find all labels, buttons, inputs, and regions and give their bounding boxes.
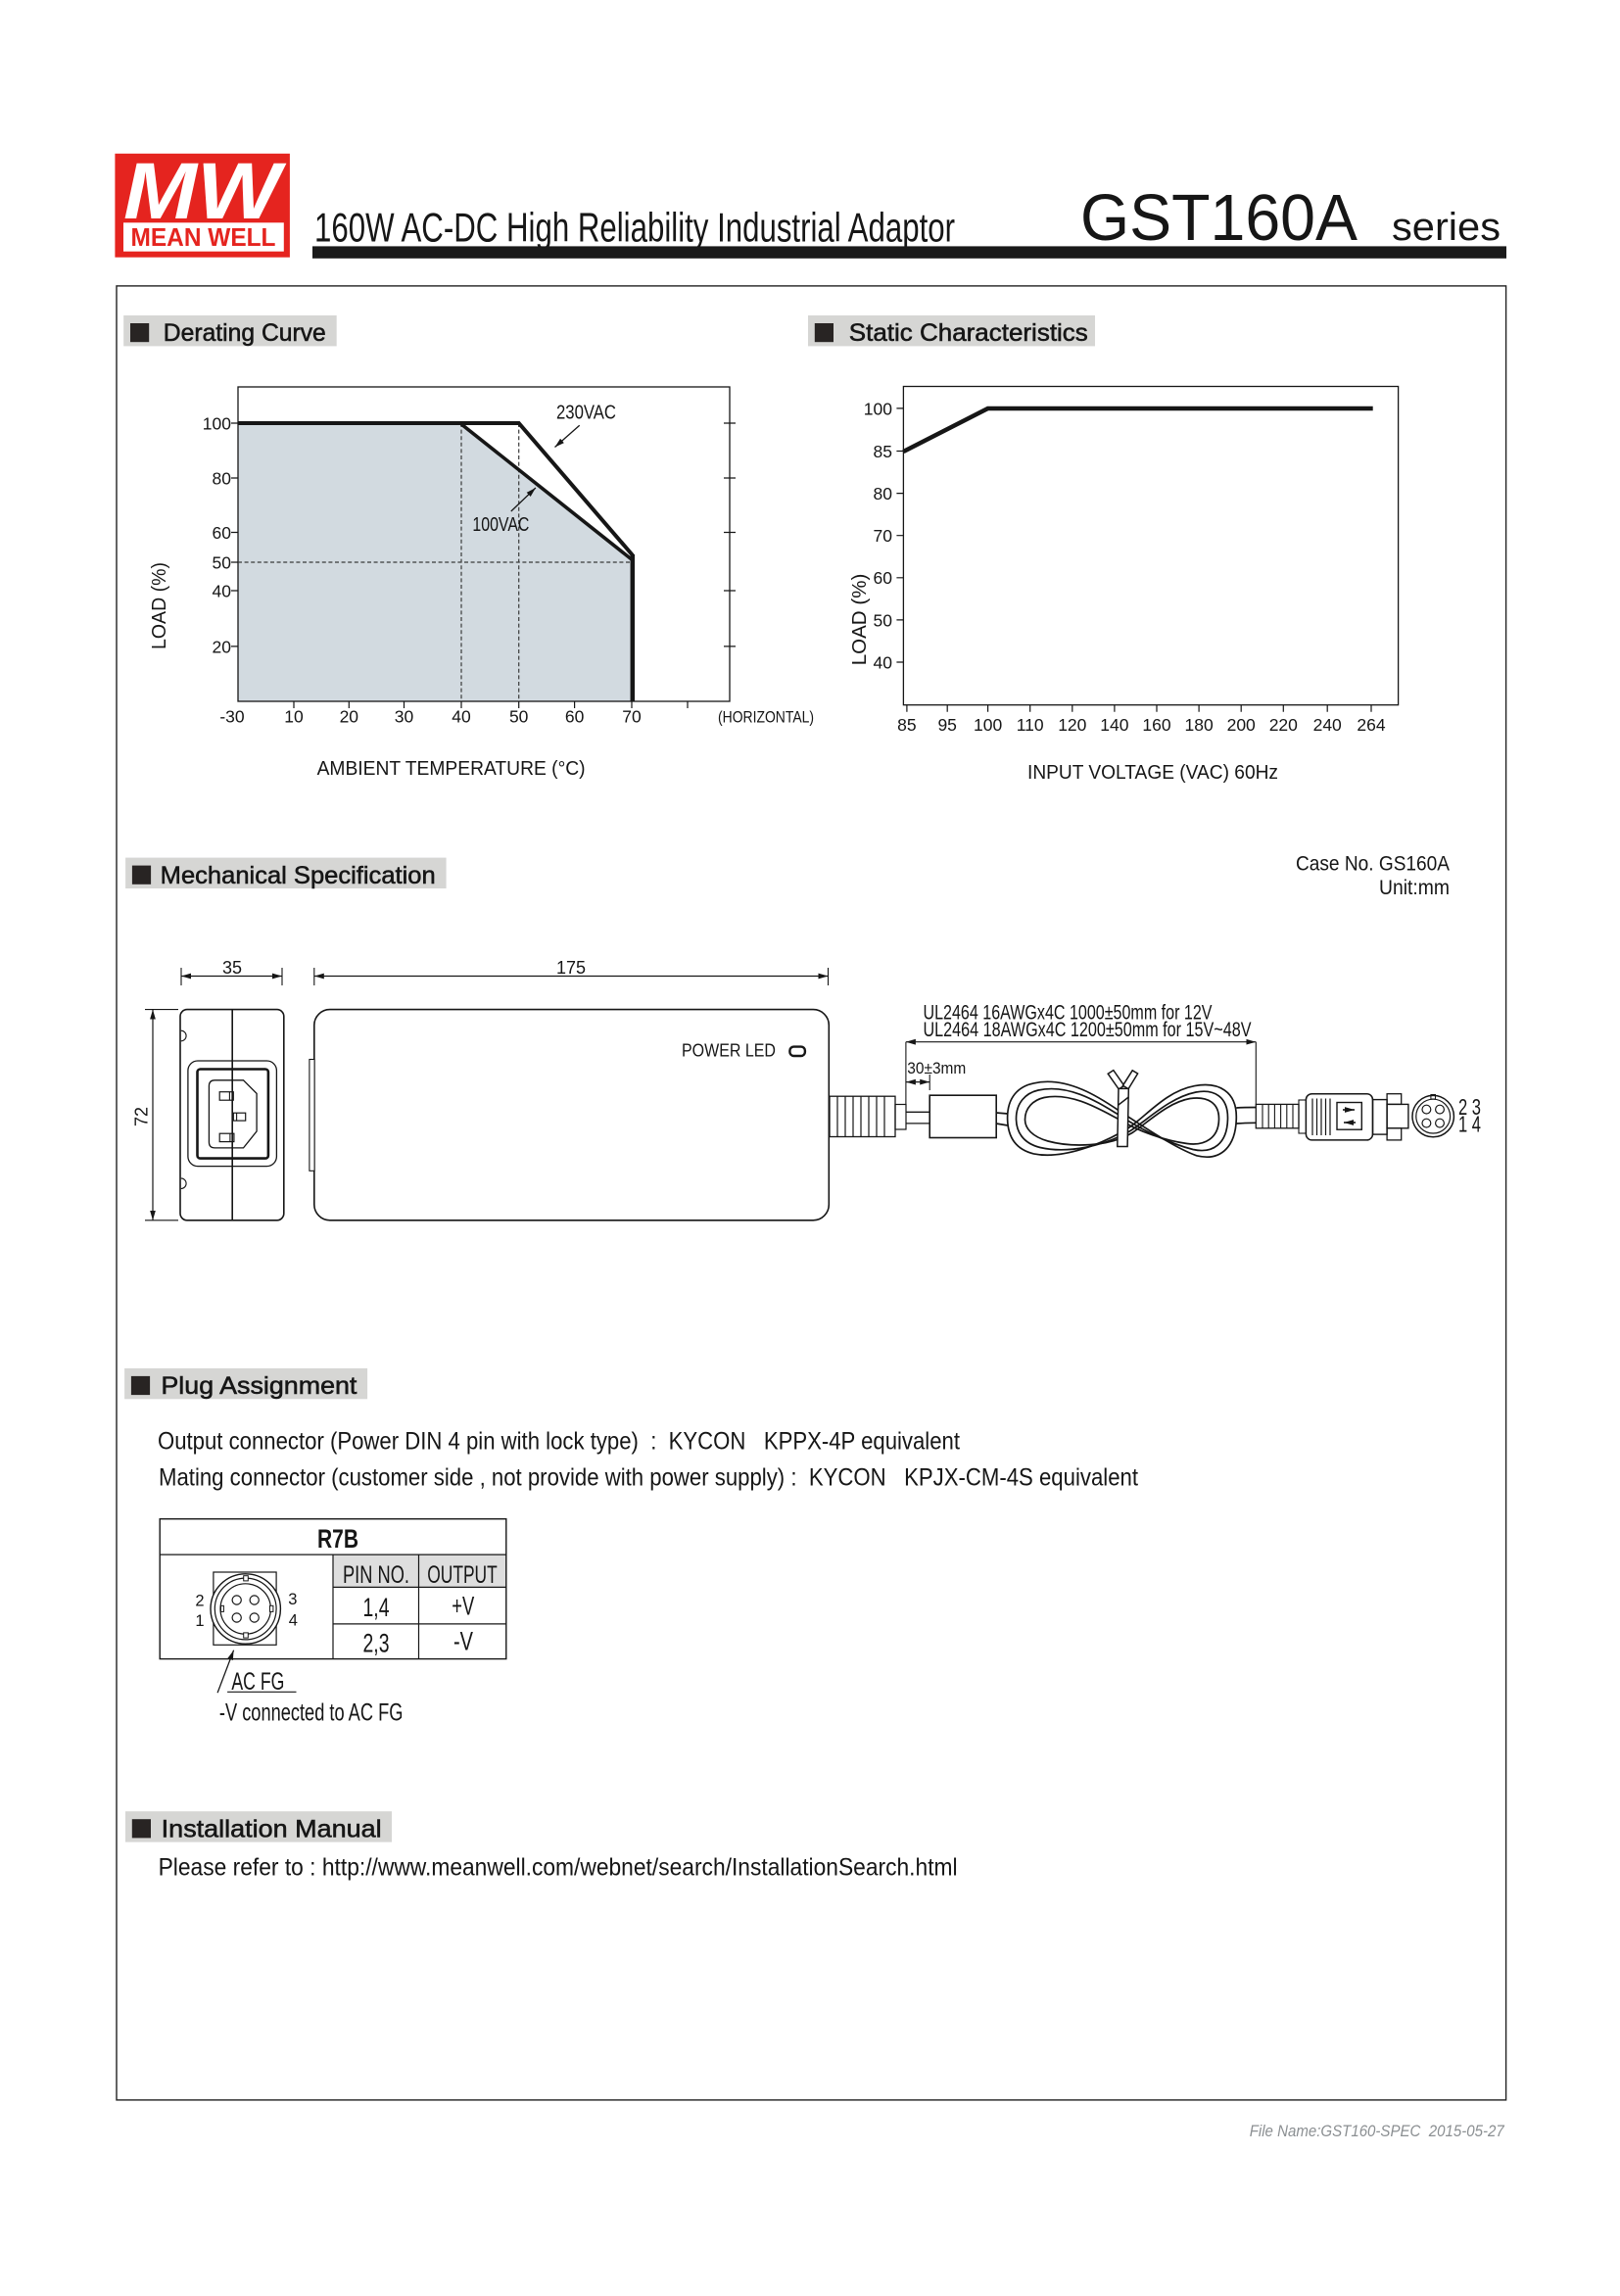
svg-text:PIN NO.: PIN NO. (343, 1561, 409, 1589)
svg-text:175: 175 (556, 958, 586, 978)
svg-text:3: 3 (288, 1591, 297, 1608)
svg-text:70: 70 (874, 526, 893, 546)
svg-text:220: 220 (1269, 715, 1298, 735)
svg-text:Unit:mm: Unit:mm (1379, 877, 1450, 899)
svg-text:140: 140 (1100, 715, 1128, 735)
svg-text:Static Characteristics: Static Characteristics (849, 319, 1088, 347)
svg-text:Installation Manual: Installation Manual (162, 1815, 382, 1842)
svg-text:Mechanical Specification: Mechanical Specification (161, 862, 436, 889)
svg-text:40: 40 (874, 652, 893, 672)
svg-text:File Name:GST160-SPEC 2015-05: File Name:GST160-SPEC 2015-05-27 (1250, 2122, 1504, 2140)
svg-text:Plug Assignment: Plug Assignment (161, 1372, 357, 1400)
svg-text:1 4: 1 4 (1458, 1112, 1481, 1137)
svg-text:70: 70 (622, 707, 642, 727)
svg-text:UL2464 18AWGx4C 1200±50mm for: UL2464 18AWGx4C 1200±50mm for 15V~48V (924, 1019, 1252, 1041)
svg-text:80: 80 (874, 484, 893, 503)
svg-text:2 3: 2 3 (1458, 1094, 1481, 1120)
svg-text:Please refer to : http://www.m: Please refer to : http://www.meanwell.co… (159, 1854, 958, 1882)
svg-text:110: 110 (1017, 715, 1044, 735)
svg-text:160W AC-DC High Reliability In: 160W AC-DC High Reliability Industrial A… (314, 205, 955, 251)
svg-text:-V connected to AC FG: -V connected to AC FG (219, 1699, 404, 1727)
svg-text:Case No. GS160A: Case No. GS160A (1296, 852, 1450, 875)
svg-text:2,3: 2,3 (363, 1629, 390, 1658)
svg-text:264: 264 (1357, 715, 1385, 735)
svg-text:72: 72 (132, 1107, 152, 1126)
svg-text:Output connector (Power DIN 4: Output connector (Power DIN 4 pin with l… (158, 1427, 960, 1455)
svg-text:LOAD (%): LOAD (%) (148, 562, 170, 649)
svg-text:100: 100 (864, 399, 892, 418)
svg-text:30±3mm: 30±3mm (907, 1059, 966, 1077)
svg-text:(HORIZONTAL): (HORIZONTAL) (718, 709, 814, 727)
svg-text:GST160A: GST160A (1080, 181, 1358, 255)
svg-text:80: 80 (213, 468, 232, 488)
svg-text:30: 30 (395, 707, 414, 727)
svg-text:Mating connector (customer sid: Mating connector (customer side , not pr… (159, 1464, 1138, 1492)
svg-text:50: 50 (213, 552, 232, 572)
svg-text:10: 10 (284, 707, 304, 727)
svg-text:1: 1 (195, 1612, 204, 1630)
svg-text:LOAD (%): LOAD (%) (848, 574, 871, 666)
svg-text:AMBIENT TEMPERATURE (°C): AMBIENT TEMPERATURE (°C) (317, 757, 586, 780)
svg-text:160: 160 (1142, 715, 1170, 735)
svg-text:MEAN WELL: MEAN WELL (131, 224, 276, 252)
svg-text:85: 85 (897, 715, 916, 735)
svg-text:R7B: R7B (317, 1524, 358, 1554)
svg-text:120: 120 (1058, 715, 1086, 735)
svg-text:+V: +V (452, 1592, 474, 1621)
svg-text:20: 20 (213, 637, 232, 656)
svg-text:20: 20 (340, 707, 359, 727)
svg-text:180: 180 (1184, 715, 1213, 735)
svg-text:2: 2 (195, 1593, 204, 1610)
svg-text:50: 50 (874, 610, 893, 630)
svg-text:-V: -V (453, 1627, 473, 1656)
svg-text:-30: -30 (219, 707, 245, 727)
svg-text:50: 50 (509, 707, 529, 727)
svg-text:UL2464 16AWGx4C 1000±50mm for: UL2464 16AWGx4C 1000±50mm for 12V (924, 1001, 1213, 1024)
svg-text:series: series (1392, 206, 1501, 249)
svg-text:100VAC: 100VAC (472, 514, 529, 536)
svg-text:100: 100 (203, 413, 231, 433)
svg-text:200: 200 (1227, 715, 1256, 735)
svg-text:40: 40 (452, 707, 471, 727)
svg-text:60: 60 (213, 523, 232, 543)
svg-text:INPUT VOLTAGE (VAC) 60Hz: INPUT VOLTAGE (VAC) 60Hz (1027, 761, 1278, 784)
svg-text:OUTPUT: OUTPUT (427, 1561, 498, 1589)
svg-text:60: 60 (565, 707, 585, 727)
svg-text:4: 4 (289, 1612, 298, 1630)
svg-text:Derating Curve: Derating Curve (164, 319, 326, 347)
svg-text:85: 85 (874, 442, 892, 461)
svg-text:POWER LED: POWER LED (682, 1040, 776, 1060)
svg-text:35: 35 (222, 958, 242, 978)
svg-text:240: 240 (1313, 715, 1342, 735)
svg-text:MW: MW (123, 147, 287, 236)
svg-text:60: 60 (874, 568, 893, 588)
svg-text:100: 100 (974, 715, 1002, 735)
svg-text:95: 95 (937, 715, 956, 735)
svg-text:1,4: 1,4 (363, 1593, 390, 1622)
svg-text:AC FG: AC FG (231, 1668, 284, 1696)
svg-text:40: 40 (213, 581, 232, 600)
svg-text:230VAC: 230VAC (556, 403, 616, 424)
